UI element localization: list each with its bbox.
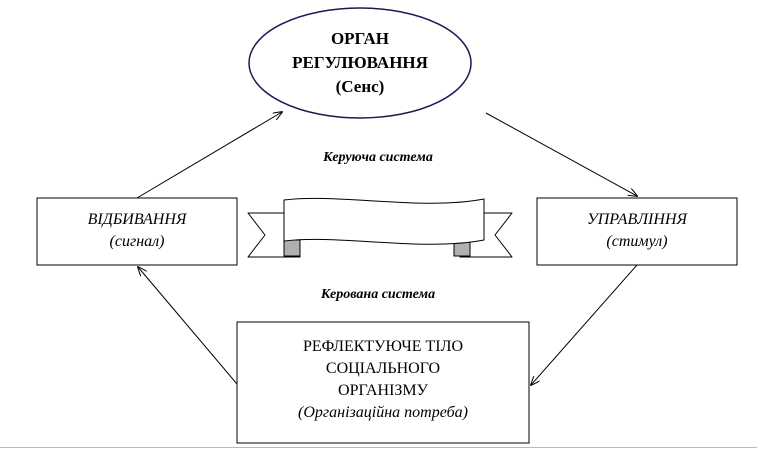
managing-system-label: Керуюча система: [323, 150, 433, 165]
reflecting-body-label: РЕФЛЕКТУЮЧЕ ТІЛО СОЦІАЛЬНОГО ОРГАНІЗМУ (…: [237, 336, 529, 424]
body-line2: СОЦІАЛЬНОГО: [325, 360, 441, 377]
managed-system-label: Керована система: [320, 287, 436, 302]
banner-ribbon: [247, 197, 513, 258]
arrow-reflection-to-organ: [136, 112, 282, 199]
organ-line2: РЕГУЛЮВАННЯ: [292, 53, 428, 72]
arrow-organ-to-control: [485, 112, 637, 196]
organ-label: ОРГАН РЕГУЛЮВАННЯ (Сенс): [260, 27, 460, 99]
control-box: [536, 197, 738, 266]
reflection-subtitle: (сигнал): [109, 233, 165, 250]
bottom-divider: [0, 447, 757, 448]
control-subtitle: (стимул): [606, 233, 668, 250]
body-line4: (Організаційна потреба): [298, 404, 468, 421]
reflection-box: [36, 197, 238, 266]
organ-oval: [248, 7, 472, 119]
organ-line3: (Сенс): [335, 77, 385, 96]
control-title: УПРАВЛІННЯ: [586, 211, 688, 228]
organ-line1: ОРГАН: [330, 29, 390, 48]
reflection-label: ВІДБИВАННЯ (сигнал): [37, 209, 237, 253]
body-line3: ОРГАНІЗМУ: [338, 382, 428, 399]
control-label: УПРАВЛІННЯ (стимул): [537, 209, 737, 253]
body-line1: РЕФЛЕКТУЮЧЕ ТІЛО: [302, 338, 464, 355]
reflection-title: ВІДБИВАННЯ: [87, 211, 187, 228]
reflecting-body-box: [236, 321, 530, 444]
arrow-body-to-reflection: [138, 267, 238, 385]
arrow-control-to-body: [531, 264, 638, 385]
